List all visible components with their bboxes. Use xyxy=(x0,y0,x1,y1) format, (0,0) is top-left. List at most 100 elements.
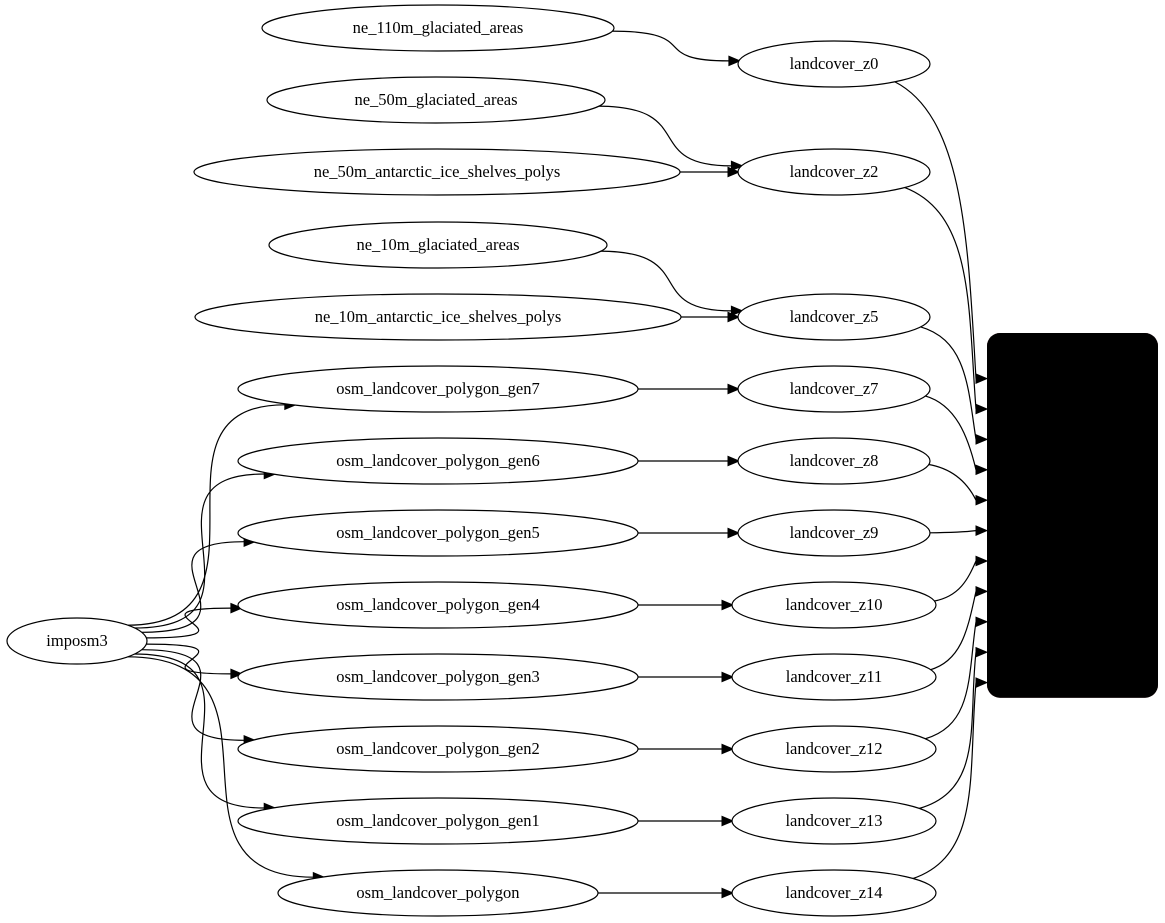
node-ellipse xyxy=(193,148,681,196)
edge-arrowhead xyxy=(975,403,989,415)
edge-arrowhead xyxy=(975,677,989,688)
table-row-label: z14+ xyxy=(1056,672,1089,691)
node-ellipse xyxy=(237,725,639,773)
node-label: landcover_z8 xyxy=(790,451,879,470)
edge-arrowhead xyxy=(230,602,244,614)
edge-arrowhead xyxy=(975,586,989,597)
edge-path xyxy=(145,607,231,639)
edge-arrowhead xyxy=(727,455,741,467)
layer-table-layer_landcover[interactable]: layer_landcoverz0-z1z2-z4z5-z6z7z8z9z10z… xyxy=(987,333,1158,698)
edge-path xyxy=(924,395,977,470)
edge-path xyxy=(597,105,732,167)
edge-path xyxy=(133,653,265,809)
edge-path xyxy=(924,621,977,740)
edge-path xyxy=(126,656,314,878)
graph-node-osm_landcover_polygon_gen4[interactable]: osm_landcover_polygon_gen4 xyxy=(237,581,639,629)
node-ellipse xyxy=(261,4,615,52)
graph-node-imposm3[interactable]: imposm3 xyxy=(6,617,148,665)
graph-node-landcover_z0[interactable]: landcover_z0 xyxy=(737,40,931,88)
edge-arrowhead xyxy=(721,815,735,827)
graph-node-osm_landcover_polygon[interactable]: osm_landcover_polygon xyxy=(277,869,599,917)
edge-path xyxy=(894,81,977,379)
graph-node-osm_landcover_polygon_gen1[interactable]: osm_landcover_polygon_gen1 xyxy=(237,797,639,845)
graph-node-landcover_z11[interactable]: landcover_z11 xyxy=(731,653,937,701)
node-ellipse xyxy=(237,653,639,701)
node-ellipse xyxy=(737,148,931,196)
graph-node-landcover_z13[interactable]: landcover_z13 xyxy=(731,797,937,845)
node-ellipse xyxy=(266,76,606,124)
graph-node-osm_landcover_polygon_gen2[interactable]: osm_landcover_polygon_gen2 xyxy=(237,725,639,773)
table-row-label: z0-z1 xyxy=(1054,368,1091,387)
graph-node-osm_landcover_polygon_gen3[interactable]: osm_landcover_polygon_gen3 xyxy=(237,653,639,701)
node-label: osm_landcover_polygon_gen2 xyxy=(336,739,539,758)
table-header-label: layer_landcover xyxy=(1019,338,1126,357)
graph-node-ne_10m_antarctic_ice_shelves_polys[interactable]: ne_10m_antarctic_ice_shelves_polys xyxy=(194,293,682,341)
table-row-label: z5-z6 xyxy=(1054,429,1091,448)
node-label: landcover_z9 xyxy=(790,523,879,542)
graph-node-ne_10m_glaciated_areas[interactable]: ne_10m_glaciated_areas xyxy=(268,221,608,269)
node-label: landcover_z0 xyxy=(790,54,879,73)
graph-node-landcover_z10[interactable]: landcover_z10 xyxy=(731,581,937,629)
edge-arrowhead xyxy=(728,55,742,67)
node-ellipse xyxy=(237,437,639,485)
node-ellipse xyxy=(268,221,608,269)
table-row-label: z13 xyxy=(1061,642,1085,661)
graph-node-ne_50m_antarctic_ice_shelves_polys[interactable]: ne_50m_antarctic_ice_shelves_polys xyxy=(193,148,681,196)
node-ellipse xyxy=(731,869,937,917)
node-ellipse xyxy=(194,293,682,341)
edge-arrowhead xyxy=(721,671,735,683)
edge-path xyxy=(928,530,977,534)
edge-arrowhead xyxy=(727,527,741,539)
edge-arrowhead xyxy=(975,646,989,658)
graph-node-ne_110m_glaciated_areas[interactable]: ne_110m_glaciated_areas xyxy=(261,4,615,52)
table-outline xyxy=(987,333,1158,698)
graph-node-osm_landcover_polygon_gen5[interactable]: osm_landcover_polygon_gen5 xyxy=(237,509,639,557)
edge-path xyxy=(145,643,231,675)
node-label: osm_landcover_polygon_gen5 xyxy=(336,523,539,542)
node-ellipse xyxy=(737,365,931,413)
graph-node-landcover_z9[interactable]: landcover_z9 xyxy=(737,509,931,557)
graph-node-ne_50m_glaciated_areas[interactable]: ne_50m_glaciated_areas xyxy=(266,76,606,124)
node-ellipse xyxy=(737,40,931,88)
edge-arrowhead xyxy=(721,599,735,611)
node-ellipse xyxy=(237,365,639,413)
node-label: osm_landcover_polygon_gen1 xyxy=(336,811,539,830)
node-label: landcover_z12 xyxy=(785,739,882,758)
node-label: landcover_z11 xyxy=(786,667,883,686)
node-label: ne_50m_glaciated_areas xyxy=(354,90,517,109)
edge-path xyxy=(918,652,977,810)
edge-path xyxy=(927,463,977,501)
node-ellipse xyxy=(237,509,639,557)
graph-node-landcover_z12[interactable]: landcover_z12 xyxy=(731,725,937,773)
node-label: osm_landcover_polygon_gen3 xyxy=(336,667,539,686)
graph-node-landcover_z8[interactable]: landcover_z8 xyxy=(737,437,931,485)
edge-path xyxy=(929,591,977,671)
node-label: landcover_z13 xyxy=(785,811,882,830)
graph-node-landcover_z7[interactable]: landcover_z7 xyxy=(737,365,931,413)
graph-node-osm_landcover_polygon_gen6[interactable]: osm_landcover_polygon_gen6 xyxy=(237,437,639,485)
edge-path xyxy=(126,404,285,626)
graph-node-landcover_z14[interactable]: landcover_z14 xyxy=(731,869,937,917)
node-label: landcover_z10 xyxy=(785,595,882,614)
edge-arrowhead xyxy=(230,668,244,680)
graph-node-landcover_z2[interactable]: landcover_z2 xyxy=(737,148,931,196)
node-ellipse xyxy=(731,797,937,845)
edge-arrowhead xyxy=(721,887,735,899)
table-row-label: z12 xyxy=(1061,612,1085,631)
graph-node-osm_landcover_polygon_gen7[interactable]: osm_landcover_polygon_gen7 xyxy=(237,365,639,413)
edge-arrowhead xyxy=(975,494,989,506)
edge-path xyxy=(133,473,265,629)
node-layer: ne_110m_glaciated_areas ne_50m_glaciated_… xyxy=(6,4,937,917)
node-ellipse xyxy=(237,797,639,845)
graph-node-landcover_z5[interactable]: landcover_z5 xyxy=(737,293,931,341)
node-label: ne_10m_glaciated_areas xyxy=(356,235,519,254)
node-ellipse xyxy=(737,437,931,485)
table-row-label: z11 xyxy=(1061,581,1084,600)
edge-arrowhead xyxy=(721,743,735,755)
node-label: landcover_z14 xyxy=(785,883,882,902)
node-label: ne_50m_antarctic_ice_shelves_polys xyxy=(314,162,561,181)
edge-path xyxy=(610,30,729,62)
table-row-label: z10 xyxy=(1061,551,1085,570)
edge-path xyxy=(912,682,977,880)
